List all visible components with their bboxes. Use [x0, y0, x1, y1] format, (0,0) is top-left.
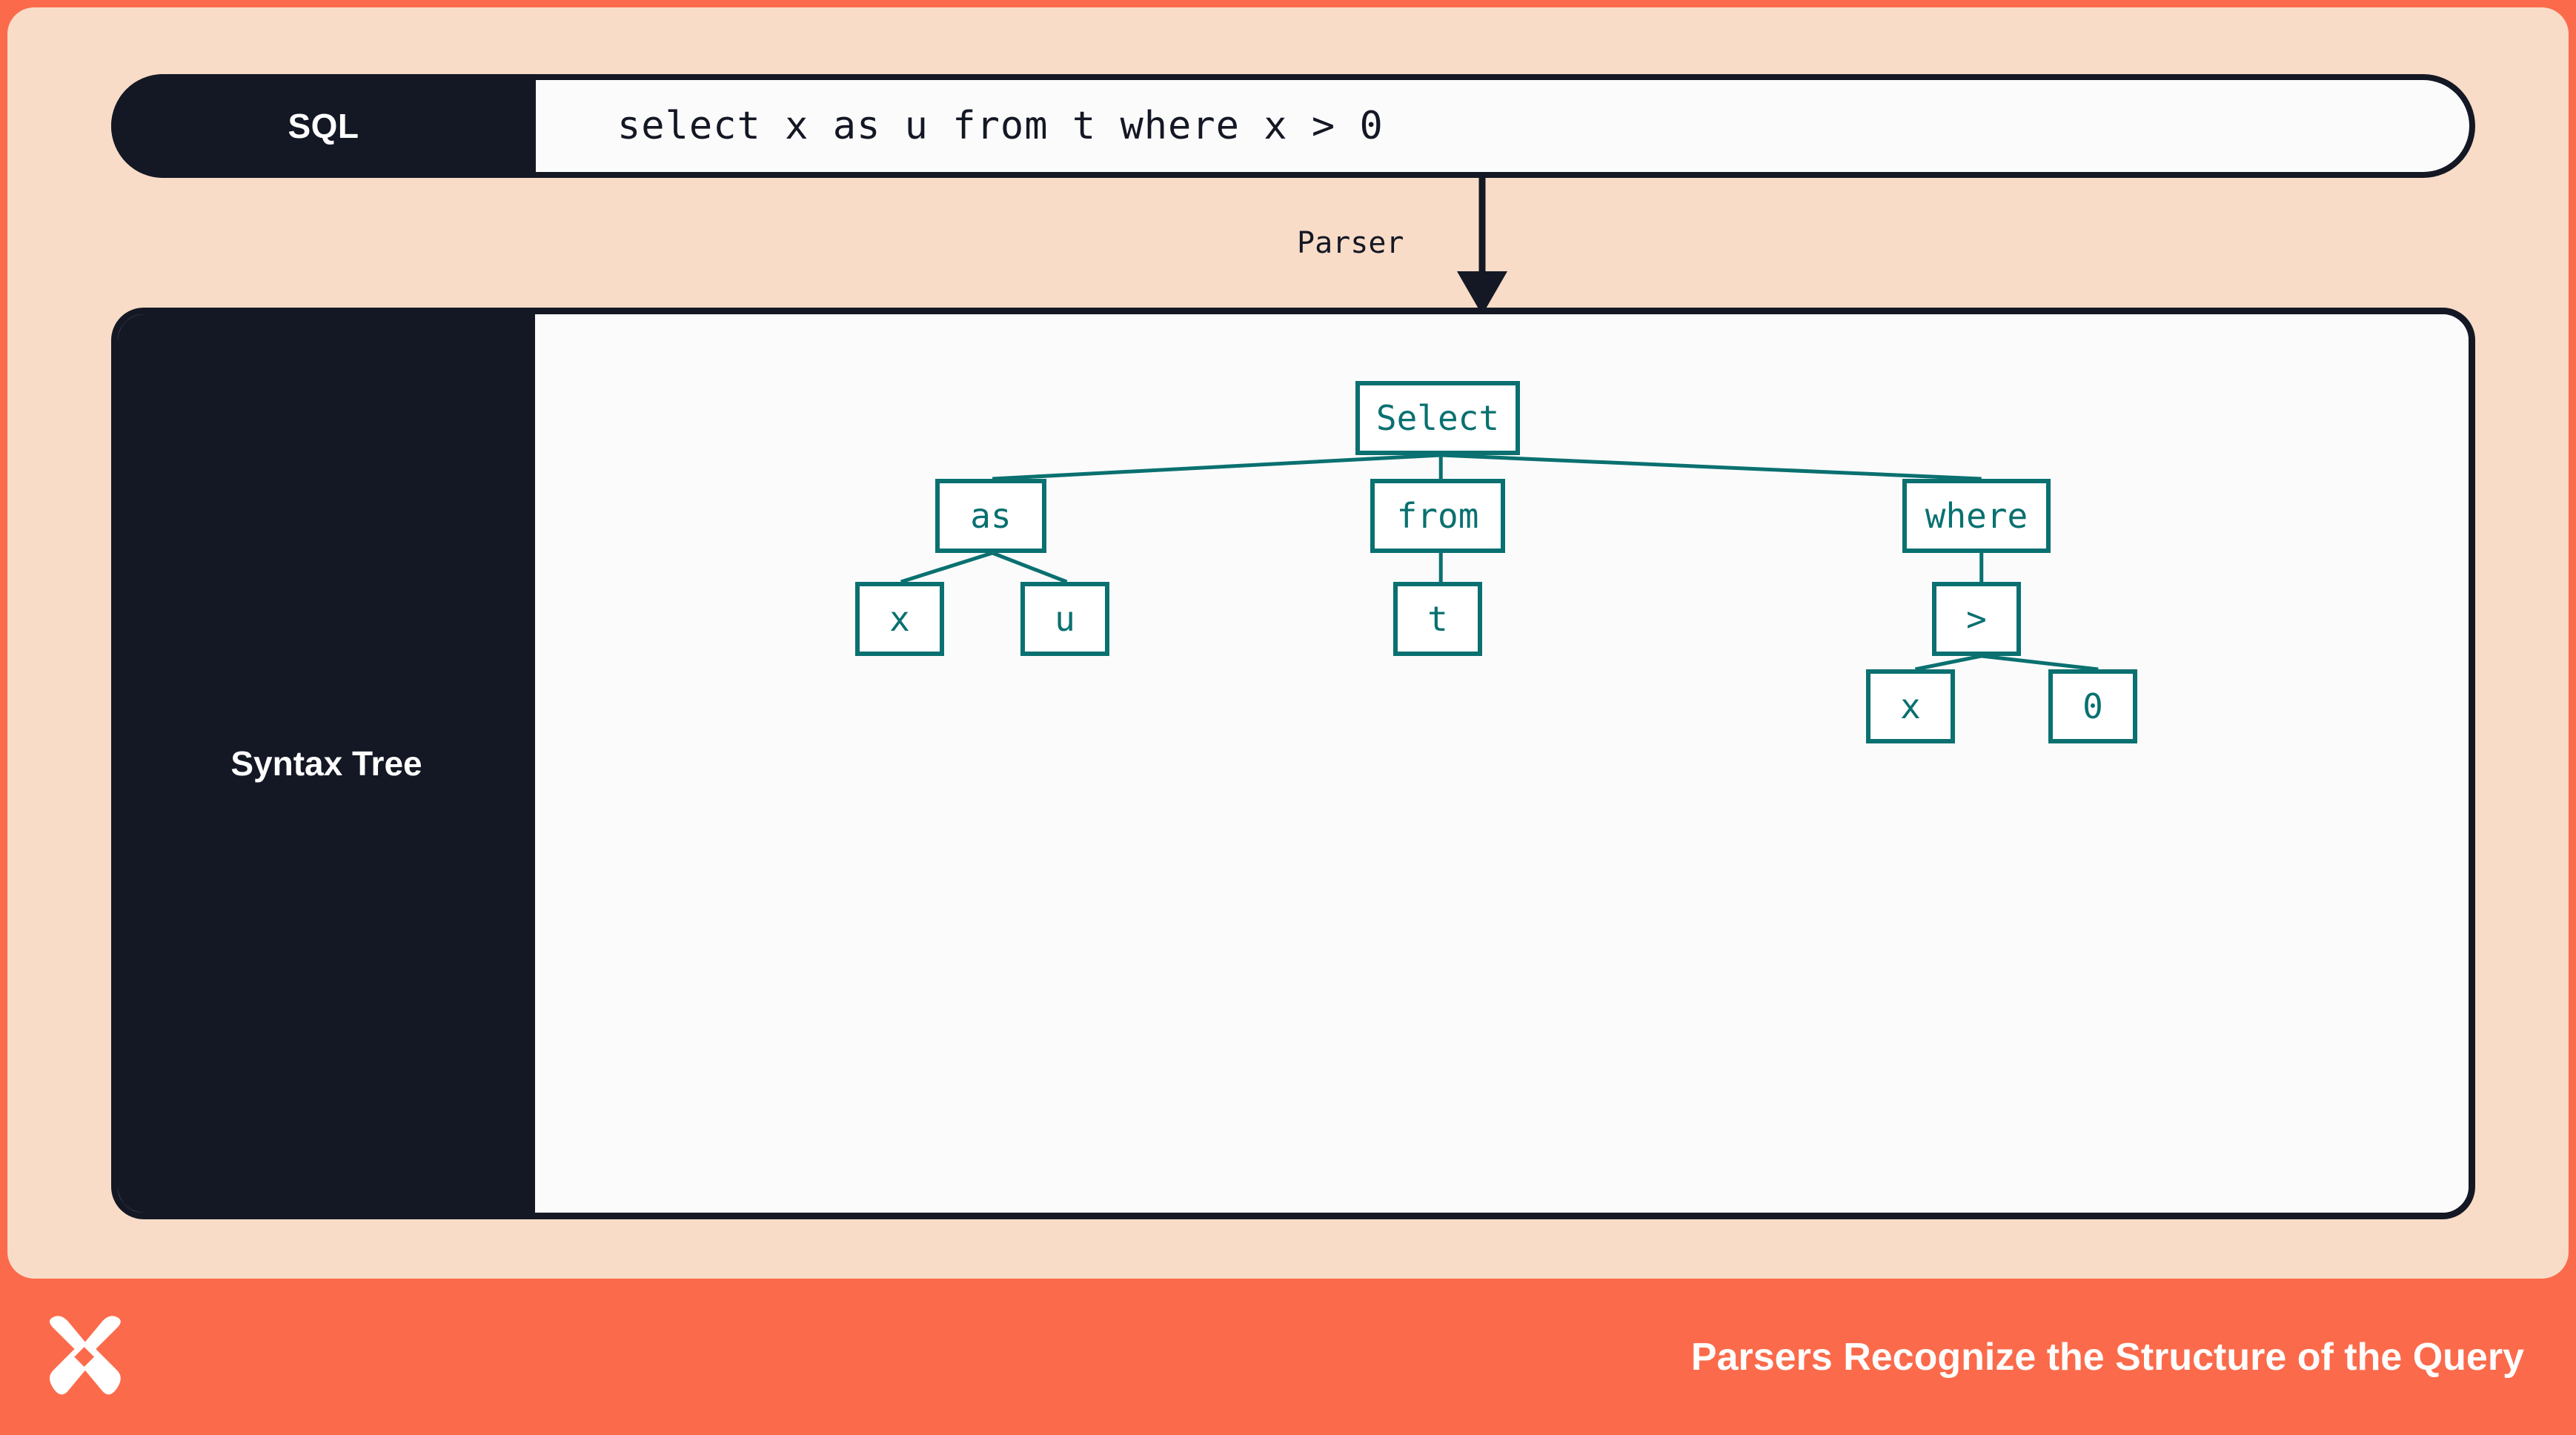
tree-node-from[interactable]: from: [1370, 479, 1505, 553]
tree-node-label: where: [1925, 496, 2028, 536]
tree-node-x1[interactable]: x: [855, 582, 944, 656]
tree-node-label: Select: [1375, 398, 1500, 438]
tree-node-label: from: [1396, 496, 1479, 536]
tree-edge-as-u: [992, 551, 1068, 584]
sql-label-panel: SQL: [111, 74, 536, 178]
tree-node-gt[interactable]: >: [1932, 582, 2021, 656]
syntax-tree-panel: Syntax Tree Select as from where x u t > x 0: [111, 308, 2475, 1219]
tree-node-x2[interactable]: x: [1866, 669, 1955, 743]
tree-edge-gt-zero: [1981, 654, 2099, 672]
syntax-tree-edges: [900, 453, 2099, 672]
parser-arrow-icon: [1457, 178, 1507, 315]
sql-label-text: SQL: [288, 107, 359, 145]
butterfly-x-logo-icon: [50, 1316, 121, 1395]
tree-node-label: x: [1900, 686, 1921, 726]
tree-edge-select-as: [992, 453, 1441, 481]
tree-node-label: 0: [2082, 686, 2103, 726]
tree-edge-select-where: [1441, 453, 1982, 481]
tree-edge-as-x1: [900, 551, 993, 584]
footer-tagline: Parsers Recognize the Structure of the Q…: [1690, 1335, 2524, 1379]
tree-node-u[interactable]: u: [1020, 582, 1109, 656]
tree-node-label: >: [1966, 599, 1987, 639]
syntax-tree-label-text: Syntax Tree: [230, 744, 422, 783]
tree-node-label: t: [1427, 599, 1448, 639]
sql-query-field[interactable]: select x as u from t where x > 0: [536, 80, 2469, 172]
sql-query-text: select x as u from t where x > 0: [617, 104, 1384, 148]
sql-row: SQL select x as u from t where x > 0: [111, 74, 2475, 178]
tree-node-as[interactable]: as: [935, 479, 1046, 553]
content-card: SQL select x as u from t where x > 0 Par…: [7, 7, 2569, 1279]
footer-bar: Parsers Recognize the Structure of the Q…: [0, 1279, 2576, 1435]
tree-node-t[interactable]: t: [1393, 582, 1482, 656]
syntax-tree-label-panel: Syntax Tree: [118, 314, 535, 1213]
tree-node-select[interactable]: Select: [1355, 381, 1520, 455]
parser-arrow-label: Parser: [1297, 226, 1404, 260]
tree-node-label: x: [889, 599, 910, 639]
tree-node-label: u: [1055, 599, 1075, 639]
syntax-tree-graph: Select as from where x u t > x 0: [535, 314, 2469, 1213]
tree-node-label: as: [970, 496, 1012, 536]
tree-edge-gt-x2: [1914, 654, 1982, 672]
tree-node-zero[interactable]: 0: [2048, 669, 2137, 743]
tree-node-where[interactable]: where: [1902, 479, 2051, 553]
